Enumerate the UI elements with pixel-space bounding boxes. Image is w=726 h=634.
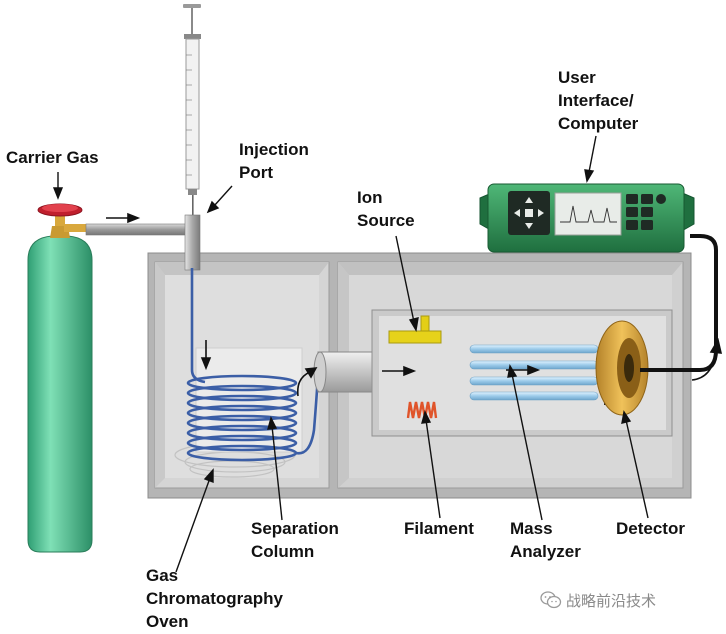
label-user-interface: User Interface/ Computer — [558, 66, 638, 135]
filament-icon — [406, 401, 438, 419]
mass-analyzer-rods — [469, 339, 610, 405]
label-mass-analyzer: Mass Analyzer — [510, 517, 581, 563]
label-separation-column-line1: Separation — [251, 519, 339, 538]
label-gc-oven-line2: Chromatography — [146, 589, 283, 608]
flow-arrows — [106, 212, 723, 397]
carrier-gas-cylinder — [27, 228, 93, 553]
computer-unit — [479, 183, 695, 253]
label-mass-analyzer-line2: Analyzer — [510, 542, 581, 561]
label-gc-oven-line3: Oven — [146, 612, 189, 631]
label-ion-source-line2: Source — [357, 211, 415, 230]
syringe-icon — [183, 4, 201, 215]
label-ion-source-line1: Ion — [357, 188, 383, 207]
injection-port-tube — [184, 214, 201, 271]
label-ion-source: Ion Source — [357, 186, 415, 232]
leader-lines — [52, 135, 649, 573]
wechat-logo-icon — [540, 591, 562, 609]
label-filament: Filament — [404, 519, 474, 538]
detector-icon — [595, 320, 649, 416]
watermark-text: 战略前沿技术 — [566, 592, 657, 610]
detector-cable — [640, 234, 718, 372]
label-injection-port: Injection Port — [239, 138, 309, 184]
label-separation-column-line2: Column — [251, 542, 315, 561]
label-mass-analyzer-line1: Mass — [510, 519, 553, 538]
label-separation-column: Separation Column — [251, 517, 339, 563]
label-carrier-gas: Carrier Gas — [6, 148, 99, 167]
label-injection-port-line2: Port — [239, 163, 273, 182]
label-user-interface-line3: Computer — [558, 114, 639, 133]
ion-source-icon — [388, 315, 442, 344]
label-user-interface-line2: Interface/ — [558, 91, 634, 110]
label-injection-port-line1: Injection — [239, 140, 309, 159]
transfer-line-inlet — [313, 351, 379, 393]
computer-keypad-arrows — [514, 197, 544, 229]
carrier-gas-line — [85, 223, 191, 236]
label-gc-oven-line1: Gas — [146, 566, 179, 585]
label-gc-oven: Gas Chromatography Oven — [146, 564, 283, 633]
label-detector: Detector — [616, 519, 685, 538]
label-user-interface-line1: User — [558, 68, 596, 87]
carrier-gas-valve-icon — [37, 203, 86, 238]
